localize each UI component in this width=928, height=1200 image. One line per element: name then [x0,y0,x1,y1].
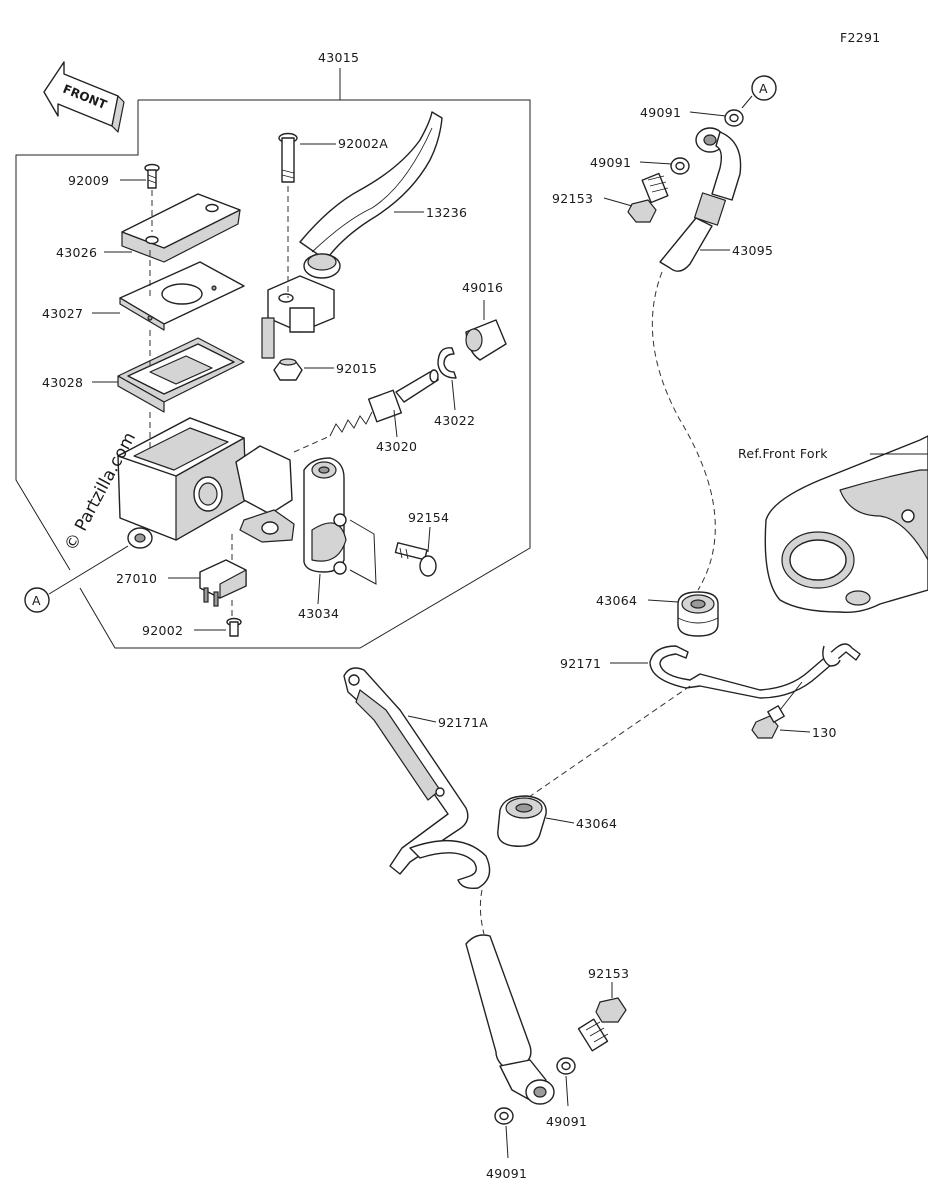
label-92015[interactable]: 92015 [336,361,377,376]
pivot-bolt [278,132,298,183]
circlip [437,347,457,379]
label-43026[interactable]: 43026 [56,245,97,260]
label-92009[interactable]: 92009 [68,173,109,188]
label-ref-front-fork[interactable]: Ref.Front Fork [738,446,828,461]
label-43064-a[interactable]: 43064 [596,593,637,608]
screw-92009 [144,163,160,189]
hose-banjo-lower [499,1059,555,1105]
diaphragm [117,337,245,413]
callout-a-left: A [24,545,129,613]
clamp-bolt [394,542,437,577]
leader-lines [92,111,811,1159]
assembly-frame-43015 [15,68,531,649]
bolt-130 [751,705,785,739]
label-92002A[interactable]: 92002A [338,136,388,151]
figure-code: F2291 [840,30,881,45]
label-43015[interactable]: 43015 [318,50,359,65]
label-27010[interactable]: 27010 [116,571,157,586]
handlebar-clamp [303,457,347,575]
svg-text:A: A [32,593,41,608]
reservoir-cap [121,193,241,263]
label-92153-b[interactable]: 92153 [588,966,629,981]
label-43027[interactable]: 43027 [42,306,83,321]
label-43064-b[interactable]: 43064 [576,816,617,831]
svg-text:A: A [759,81,768,96]
banjo-bolt-lower [577,997,627,1052]
banjo-bolt-upper [627,172,669,223]
hose-banjo-upper [693,127,742,226]
label-43022[interactable]: 43022 [434,413,475,428]
brake-lever [261,111,443,359]
diaphragm-plate [119,261,245,331]
brake-light-switch [199,559,247,607]
label-49091-a[interactable]: 49091 [640,105,681,120]
label-43020[interactable]: 43020 [376,439,417,454]
grommet-upper [677,591,719,637]
switch-screw [226,617,242,637]
callout-a-right: A [741,75,777,109]
brake-hose-lower [465,934,532,1071]
label-13236[interactable]: 13236 [426,205,467,220]
label-43028[interactable]: 43028 [42,375,83,390]
hose-bracket [343,667,469,875]
label-92153-a[interactable]: 92153 [552,191,593,206]
label-49091-d[interactable]: 49091 [486,1166,527,1181]
pivot-nut [273,358,303,381]
label-49016[interactable]: 49016 [462,280,503,295]
label-43034[interactable]: 43034 [298,606,339,621]
label-130[interactable]: 130 [812,725,837,740]
dust-boot [465,319,507,361]
label-92171[interactable]: 92171 [560,656,601,671]
label-92154[interactable]: 92154 [408,510,449,525]
brake-hose-upper [659,217,713,272]
hose-clamp-wire [649,643,861,699]
front-arrow-icon: FRONT [43,61,125,133]
label-49091-b[interactable]: 49091 [590,155,631,170]
master-cylinder-body [117,417,295,549]
grommet-lower [497,795,547,847]
label-92002[interactable]: 92002 [142,623,183,638]
label-49091-c[interactable]: 49091 [546,1114,587,1129]
part-labels: 43015 92002A 13236 92009 43026 43027 430… [42,50,837,1181]
front-fork-reference [764,435,928,614]
label-43095[interactable]: 43095 [732,243,773,258]
label-92171A[interactable]: 92171A [438,715,488,730]
piston-assembly [329,369,439,437]
